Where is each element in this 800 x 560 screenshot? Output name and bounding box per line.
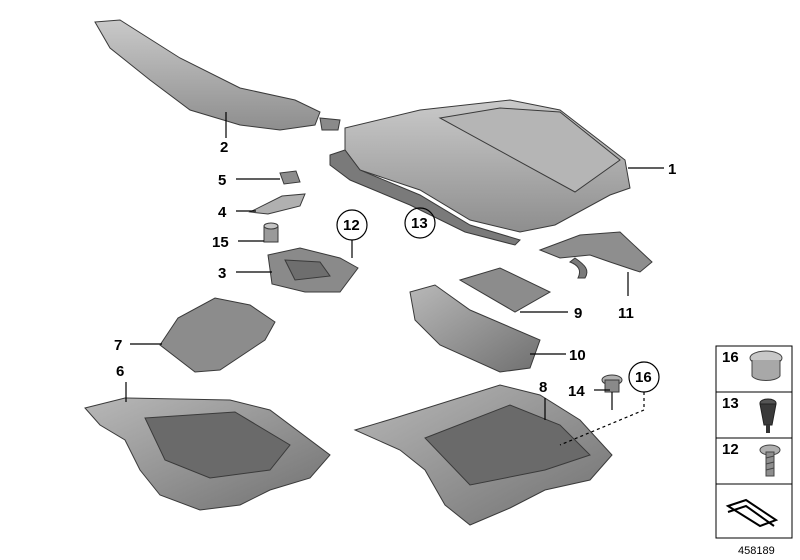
callout-6: 6	[116, 363, 124, 380]
part-5-button	[279, 170, 301, 185]
callout-1: 1	[668, 161, 676, 178]
callout-13: 13	[411, 215, 428, 232]
part-1-armrest	[329, 99, 631, 246]
legend-screw-icon	[759, 444, 781, 477]
callout-12: 12	[343, 217, 360, 234]
callout-3: 3	[218, 265, 226, 282]
circle-13	[404, 207, 436, 239]
legend-direction-icon	[725, 498, 779, 528]
legend-label-13: 13	[722, 395, 739, 412]
callout-2: 2	[220, 139, 228, 156]
part-6-compartment	[84, 397, 331, 511]
part-3-bracket	[267, 247, 359, 293]
part-8-compartment	[353, 384, 613, 526]
legend-label-16: 16	[722, 349, 739, 366]
circle-16	[628, 361, 660, 393]
legend-cap-plug-icon	[749, 350, 783, 381]
part-14-plug	[601, 374, 623, 393]
document-number: 458189	[738, 545, 775, 557]
callout-5: 5	[218, 172, 226, 189]
part-9-mat	[458, 267, 552, 313]
part-7-mat	[159, 297, 276, 373]
part-10-tray	[409, 284, 541, 373]
callout-9: 9	[574, 305, 582, 322]
callout-8: 8	[539, 379, 547, 396]
callout-4: 4	[218, 204, 227, 221]
part-15-socket	[263, 222, 279, 243]
callout-14: 14	[568, 383, 585, 400]
leader-lines	[125, 112, 664, 446]
callout-10: 10	[569, 347, 586, 364]
part-11-hinge	[538, 231, 653, 279]
legend-label-12: 12	[722, 441, 739, 458]
legend-panel: 16 13 12	[715, 345, 793, 539]
callout-15: 15	[212, 234, 229, 251]
part-4-bezel	[248, 193, 306, 215]
legend-push-rivet-icon	[759, 398, 777, 433]
callout-16: 16	[635, 369, 652, 386]
part-2-trim-strip	[94, 19, 341, 131]
callout-7: 7	[114, 337, 122, 354]
callout-11: 11	[618, 305, 634, 322]
circle-12	[336, 209, 368, 241]
